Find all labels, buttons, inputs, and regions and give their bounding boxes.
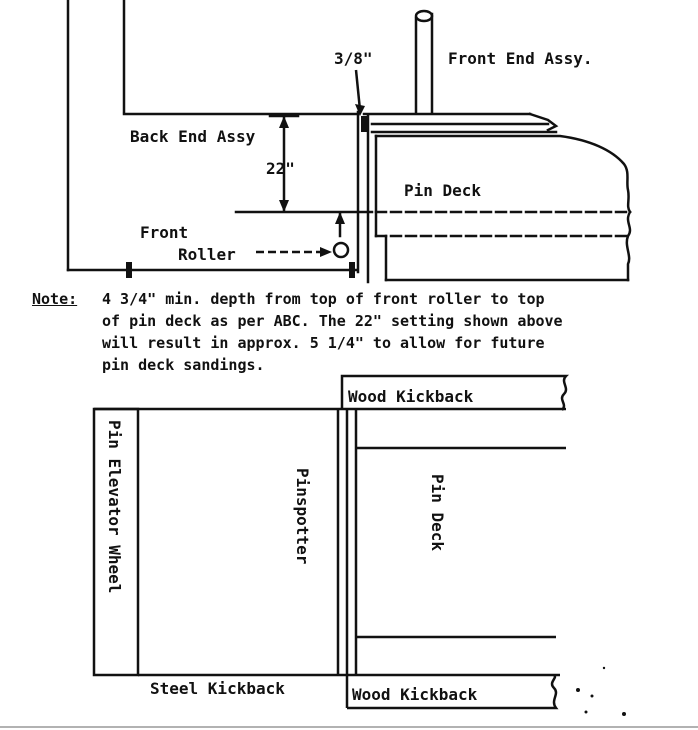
support-foot-right — [349, 262, 355, 278]
dim-3-8-label: 3/8" — [334, 49, 373, 68]
scan-speck — [584, 710, 588, 714]
note-label: Note: — [32, 290, 78, 308]
pin-elevator-wheel-panel — [92, 407, 140, 677]
pinspotter-label: Pinspotter — [293, 468, 312, 564]
wood-kickback-top-outline — [340, 374, 570, 411]
pin-deck-top-curve — [374, 134, 632, 214]
scan-speck — [590, 694, 594, 698]
front-end-plate-lip — [528, 112, 559, 132]
dim-22-arrowhead-bottom — [279, 200, 289, 212]
dim-3-8-leader — [354, 69, 362, 111]
front-roller-label-1: Front — [140, 223, 188, 242]
front-end-post-top — [414, 9, 434, 23]
back-end-assy-label: Back End Assy — [130, 127, 256, 146]
roller-pointer-arrowhead — [320, 247, 332, 257]
front-roller-label-2: Roller — [178, 245, 236, 264]
scan-speck — [622, 712, 626, 716]
front-roller — [332, 241, 350, 259]
dim-22-label: 22" — [266, 159, 295, 178]
wood-kickback-top-label: Wood Kickback — [348, 387, 474, 406]
note-text: 4 3/4" min. depth from top of front roll… — [102, 290, 563, 374]
gap-3-8-marker — [361, 116, 368, 132]
pin-deck-label-bottom: Pin Deck — [428, 474, 447, 551]
wood-kickback-bottom-outline — [347, 674, 559, 710]
pin-deck-right-break — [625, 210, 632, 282]
wood-kickback-bottom-label: Wood Kickback — [352, 685, 478, 704]
front-end-assy-label: Front End Assy. — [448, 49, 593, 68]
support-foot-left — [126, 262, 132, 278]
dim-22-arrowhead-top — [279, 116, 289, 128]
pin-elevator-wheel-label: Pin Elevator Wheel — [105, 420, 124, 593]
roller-arrowhead-up — [335, 212, 345, 224]
scan-speck — [576, 688, 580, 692]
steel-kickback-label: Steel Kickback — [150, 679, 285, 698]
pin-deck-label-top: Pin Deck — [404, 181, 481, 200]
scan-speck — [602, 666, 606, 670]
